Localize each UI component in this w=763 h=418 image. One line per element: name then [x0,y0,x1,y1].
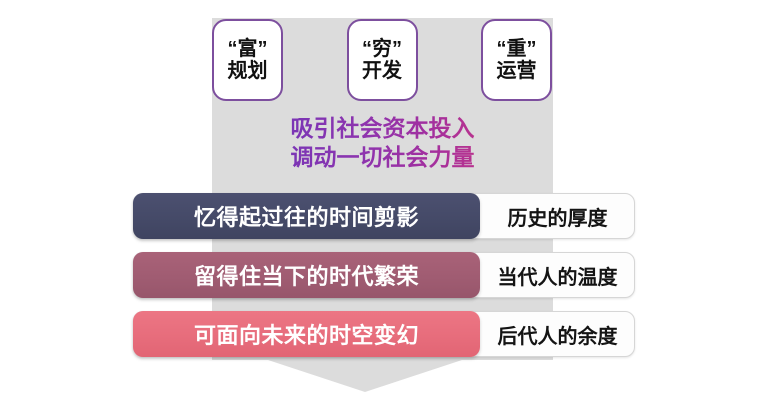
slogan-block: 吸引社会资本投入 调动一切社会力量 [212,112,553,174]
top-box-qiong[interactable]: “穷” 开发 [346,19,418,101]
outcome-rows: 忆得起过往的时间剪影 历史的厚度 留得住当下的时代繁荣 当代人的温度 可面向未来… [133,193,635,357]
top-box-fu-line2: 规划 [227,60,268,82]
outcome-row-2-pill-label: 留得住当下的时代繁荣 [193,264,419,289]
outcome-row-1: 忆得起过往的时间剪影 历史的厚度 [133,193,635,239]
top-box-fu[interactable]: “富” 规划 [212,19,283,101]
outcome-row-3-right-label: 后代人的余度 [497,325,618,348]
outcome-row-1-right[interactable]: 历史的厚度 [480,193,635,239]
top-box-qiong-line1: “穷” [362,37,402,60]
top-box-qiong-line2: 开发 [362,60,402,82]
top-box-zhong-line1: “重” [496,37,537,60]
outcome-row-2-right-label: 当代人的温度 [497,266,618,289]
outcome-row-1-right-label: 历史的厚度 [507,207,608,230]
slogan-line-1: 吸引社会资本投入 [291,114,475,143]
top-concept-boxes: “富” 规划 “穷” 开发 “重” 运营 [212,19,552,101]
outcome-row-3-right[interactable]: 后代人的余度 [480,311,635,357]
outcome-row-1-pill[interactable]: 忆得起过往的时间剪影 [133,193,480,239]
outcome-row-2-pill[interactable]: 留得住当下的时代繁荣 [133,252,480,298]
top-box-fu-line1: “富” [227,37,268,60]
top-box-zhong-line2: 运营 [496,60,537,82]
outcome-row-3-pill-label: 可面向未来的时空变幻 [193,323,419,348]
outcome-row-3: 可面向未来的时空变幻 后代人的余度 [133,311,635,357]
top-box-zhong[interactable]: “重” 运营 [481,19,552,101]
outcome-row-2: 留得住当下的时代繁荣 当代人的温度 [133,252,635,298]
outcome-row-1-pill-label: 忆得起过往的时间剪影 [193,205,419,230]
slogan-line-2: 调动一切社会力量 [291,143,475,172]
outcome-row-2-right[interactable]: 当代人的温度 [480,252,635,298]
outcome-row-3-pill[interactable]: 可面向未来的时空变幻 [133,311,480,357]
